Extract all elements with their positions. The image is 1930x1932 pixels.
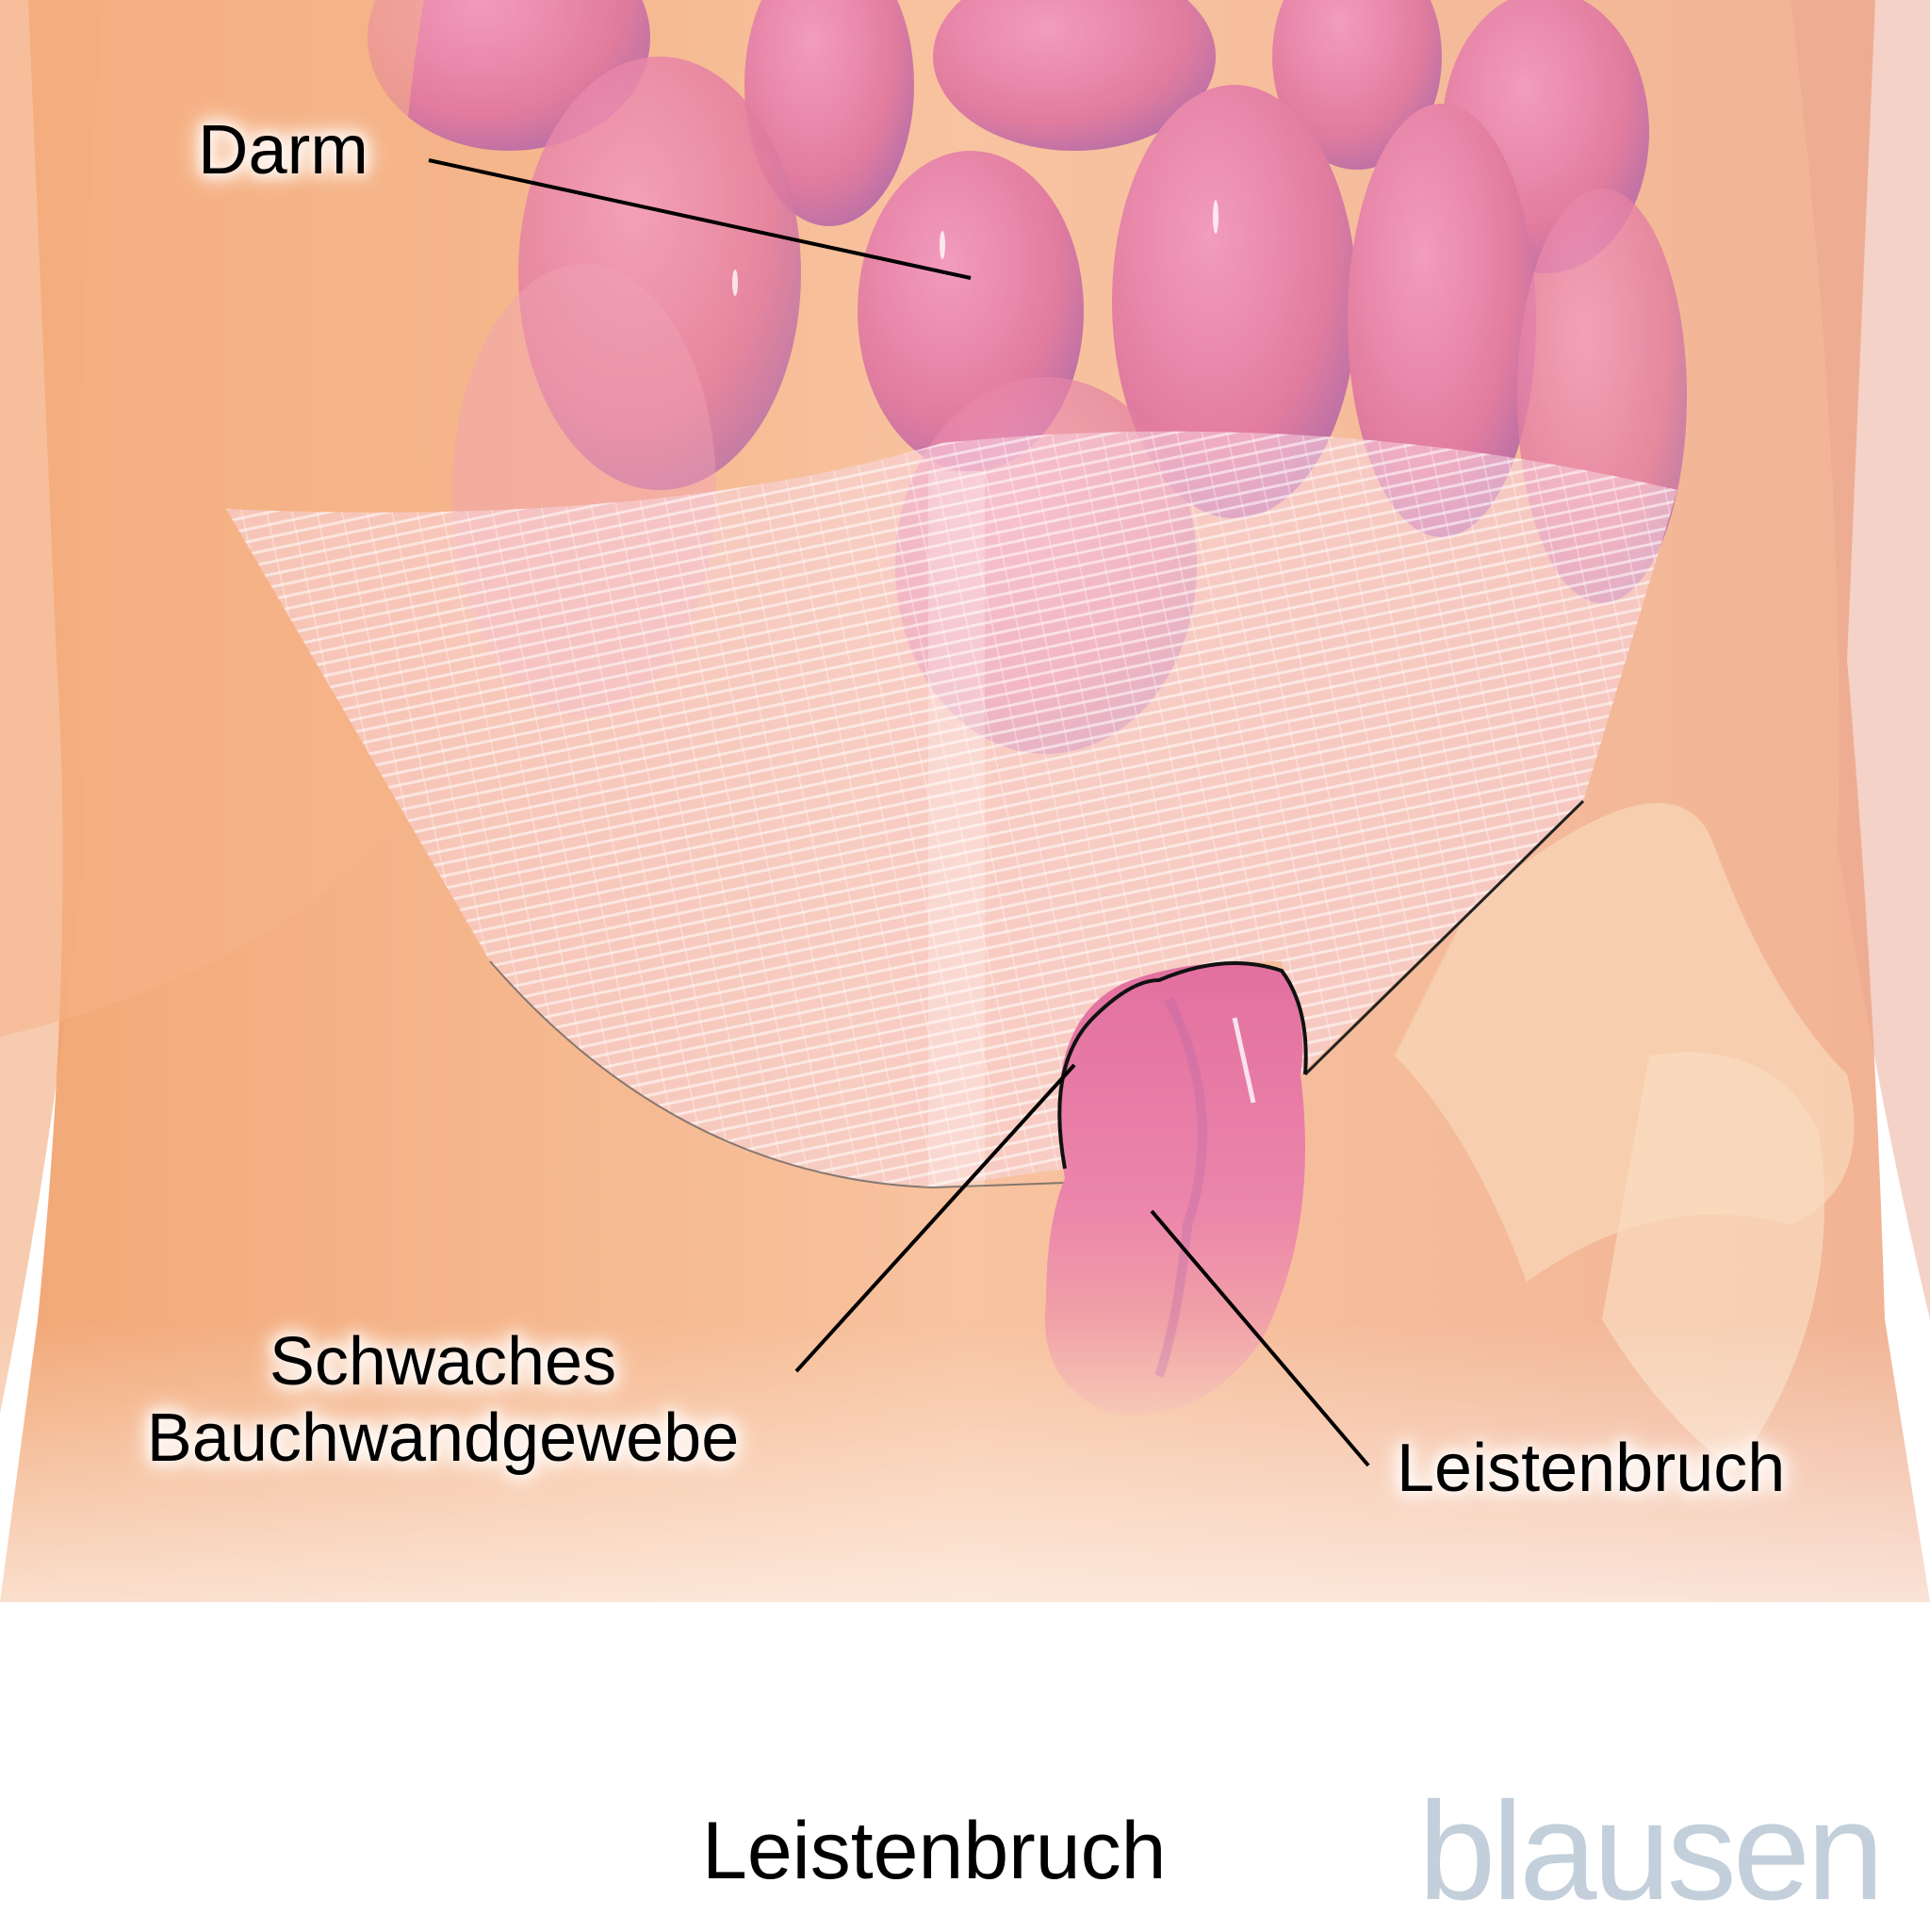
label-hernia: Leistenbruch <box>1397 1431 1786 1506</box>
label-weak-abdominal-tissue: Schwaches Bauchwandgewebe <box>94 1324 792 1476</box>
leader-line-hernia <box>1150 1209 1370 1467</box>
leader-line-weak-tissue <box>794 1063 1076 1373</box>
blausen-logo: blausen <box>1418 1774 1884 1929</box>
label-darm: Darm <box>198 110 368 188</box>
label-weak-line2: Bauchwandgewebe <box>146 1400 740 1476</box>
label-weak-line1: Schwaches <box>269 1324 617 1400</box>
wall-outline <box>489 960 1066 1189</box>
figure-title: Leistenbruch <box>702 1806 1167 1896</box>
leader-line-darm <box>428 158 972 280</box>
